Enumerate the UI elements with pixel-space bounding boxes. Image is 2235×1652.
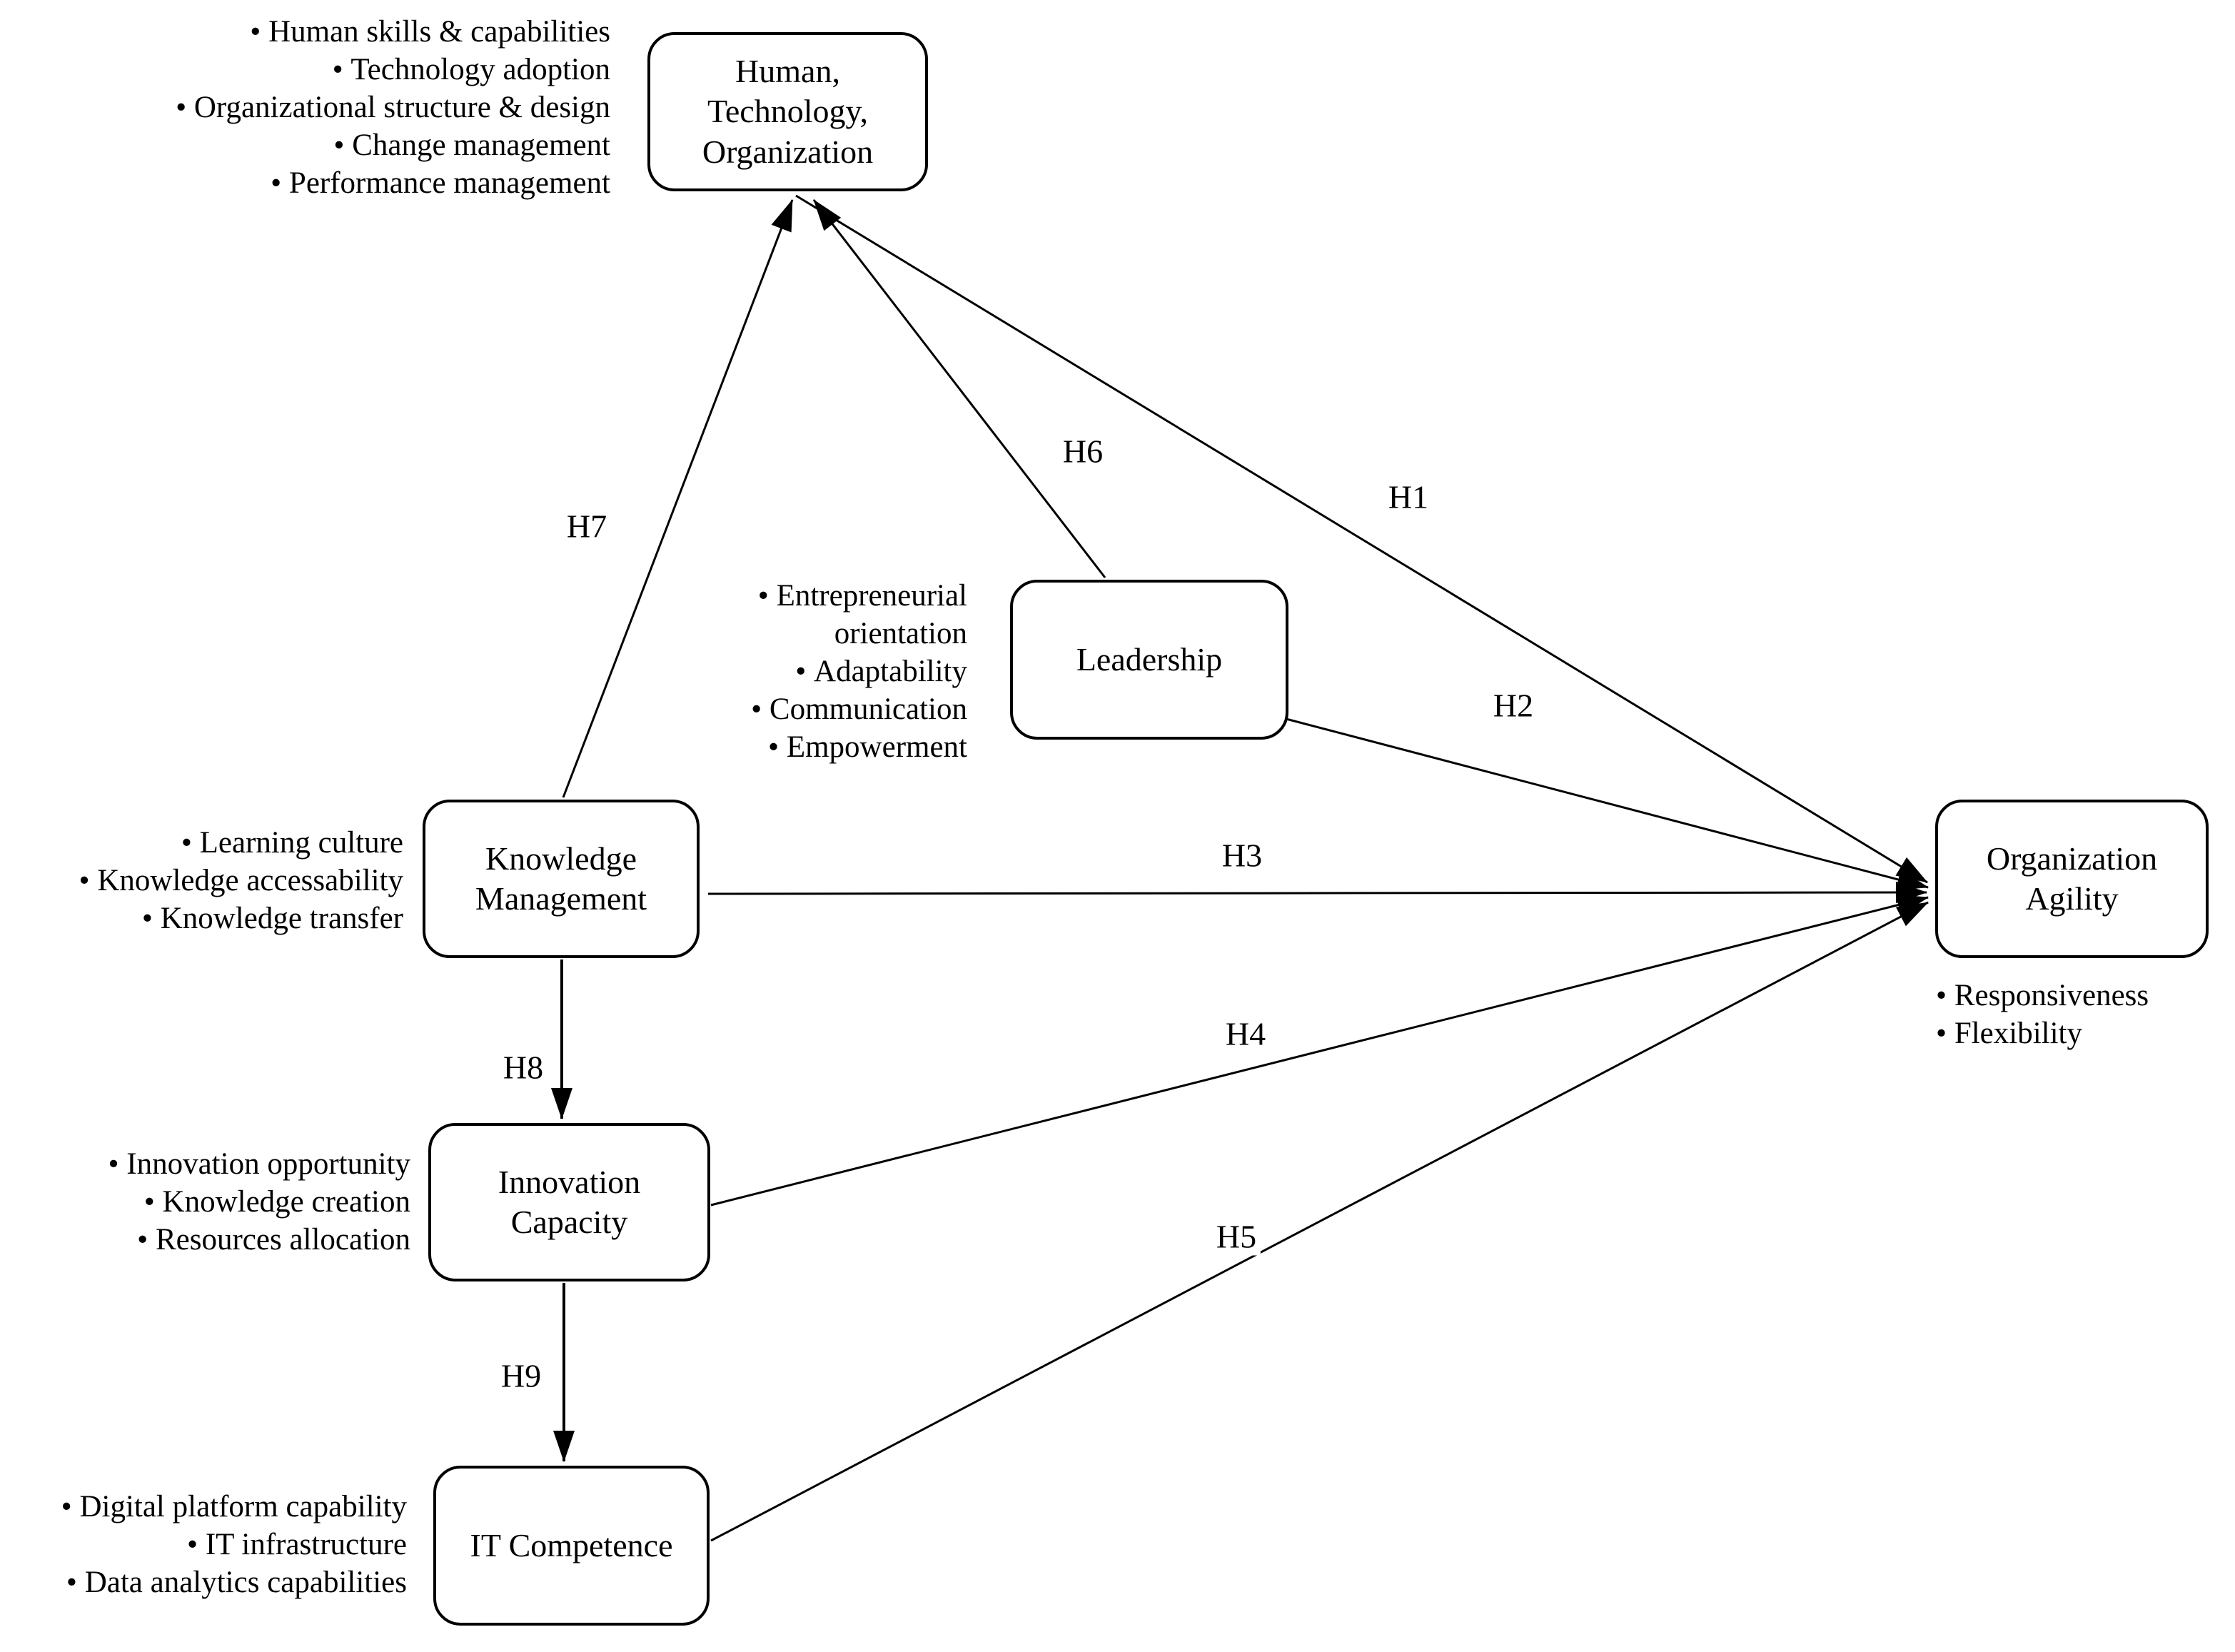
factor-item: IT infrastructure (14, 1526, 407, 1563)
hypothesis-label-h7: H7 (562, 507, 612, 545)
factor-item: Data analytics capabilities (14, 1563, 407, 1601)
node-label: Innovation Capacity (498, 1163, 641, 1240)
hypothesis-label-h4: H4 (1221, 1014, 1271, 1053)
node-label: Organization Agility (1986, 840, 2158, 917)
hypothesis-label-h1: H1 (1383, 478, 1433, 516)
h6-arrow (812, 199, 1106, 578)
factor-item: Empowerment (696, 728, 967, 766)
factor-item: Organizational structure & design (96, 89, 610, 126)
hypothesis-label-h2: H2 (1488, 686, 1538, 725)
factor-item: Digital platform capability (14, 1488, 407, 1526)
node-knowledge-management: Knowledge Management (423, 800, 700, 958)
factor-item: Knowledge creation (29, 1183, 410, 1221)
node-innovation-capacity: Innovation Capacity (428, 1123, 710, 1281)
node-it-competence: IT Competence (433, 1466, 710, 1626)
factor-item: Change management (96, 126, 610, 164)
factor-item: Knowledge transfer (21, 900, 403, 937)
hypothesis-label-h9: H9 (496, 1356, 546, 1395)
factor-list-organization-agility: Responsiveness Flexibility (1936, 977, 2235, 1052)
node-leadership: Leadership (1010, 580, 1288, 740)
hypothesis-label-h6: H6 (1058, 432, 1108, 470)
factor-item: Technology adoption (96, 51, 610, 89)
hypothesis-label-h3: H3 (1217, 836, 1267, 875)
factor-item: Learning culture (21, 824, 403, 862)
factor-item: Responsiveness (1936, 977, 2235, 1014)
node-label: Human, Technology, Organization (702, 53, 874, 170)
hypothesis-label-h5: H5 (1211, 1217, 1261, 1256)
factor-list-hto: Human skills & capabilities Technology a… (96, 13, 610, 202)
node-label: IT Competence (470, 1526, 673, 1563)
h3-arrow (707, 882, 1927, 904)
hypothesis-label-h8: H8 (498, 1048, 548, 1087)
factor-item: Innovation opportunity (29, 1145, 410, 1183)
factor-item: Communication (696, 690, 967, 728)
factor-list-leadership: Entrepreneurial orientation Adaptability… (696, 577, 967, 766)
h2-arrow (1283, 717, 1929, 890)
factor-item: Flexibility (1936, 1014, 2235, 1052)
node-label: Knowledge Management (475, 840, 647, 917)
factor-item: Knowledge accessability (21, 862, 403, 900)
factor-list-it-competence: Digital platform capability IT infrastru… (14, 1488, 407, 1601)
h5-arrow (710, 901, 1929, 1542)
factor-item: Adaptability (696, 653, 967, 690)
factor-item: Entrepreneurial orientation (696, 577, 967, 653)
factor-list-knowledge-management: Learning culture Knowledge accessability… (21, 824, 403, 937)
node-organization-agility: Organization Agility (1935, 800, 2209, 958)
factor-item: Human skills & capabilities (96, 13, 610, 51)
h7-arrow (562, 199, 794, 798)
h1-arrow (795, 194, 1928, 884)
h4-arrow (710, 894, 1929, 1207)
factor-item: Resources allocation (29, 1221, 410, 1259)
factor-list-innovation-capacity: Innovation opportunity Knowledge creatio… (29, 1145, 410, 1259)
node-human-technology-organization: Human, Technology, Organization (647, 32, 928, 191)
factor-item: Performance management (96, 164, 610, 202)
node-label: Leadership (1076, 640, 1223, 678)
